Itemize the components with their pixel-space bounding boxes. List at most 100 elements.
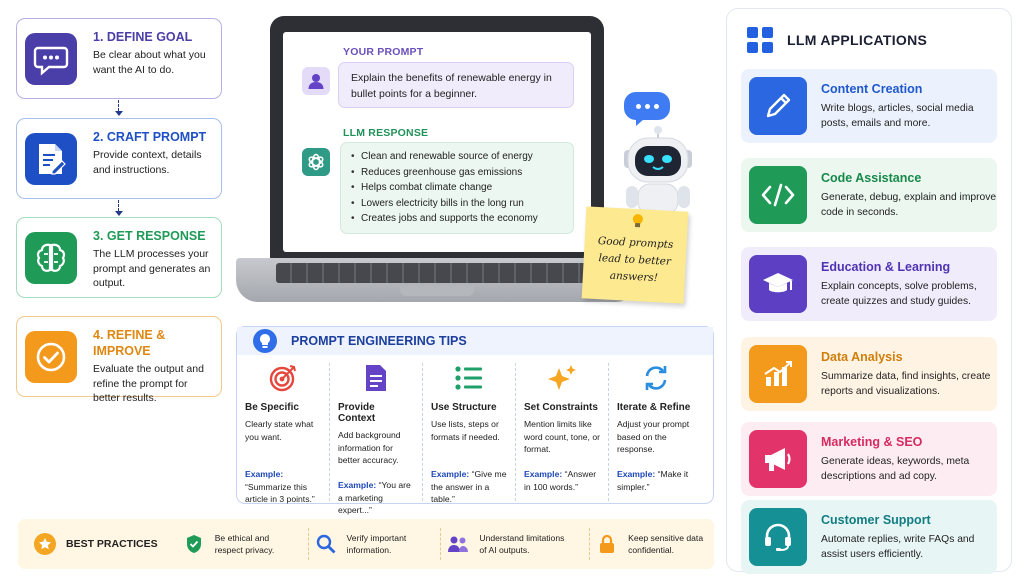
tip-desc: Use lists, steps or formats if needed. xyxy=(431,419,500,442)
brain-icon xyxy=(25,232,77,284)
app-title: Data Analysis xyxy=(821,350,903,364)
tip-name: Be Specific xyxy=(245,402,299,413)
code-icon xyxy=(749,166,807,224)
step-desc: Provide context, details and instruction… xyxy=(93,149,202,176)
app-card-customer-support: Customer Support Automate replies, write… xyxy=(741,500,997,574)
tip-set-constraints: Set Constraints Mention limits like word… xyxy=(516,363,609,501)
step-title: 4. REFINE & IMPROVE xyxy=(93,328,166,358)
sticky-note: Good prompts lead to better answers! xyxy=(581,206,689,304)
app-card-marketing-seo: Marketing & SEO Generate ideas, keywords… xyxy=(741,422,997,496)
people-icon xyxy=(445,535,471,553)
chat-typing-icon xyxy=(624,92,670,126)
step-refine-improve: 4. REFINE & IMPROVE Evaluate the output … xyxy=(16,316,222,404)
response-label: LLM RESPONSE xyxy=(343,127,429,139)
shield-check-icon xyxy=(181,534,207,554)
tip-example: “Summarize this article in 3 points.” xyxy=(245,481,315,505)
tip-name: Provide Context xyxy=(338,402,376,424)
app-title: Content Creation xyxy=(821,82,923,96)
user-icon xyxy=(302,67,330,95)
tip-desc: Add background information for better ac… xyxy=(338,430,401,465)
lightbulb-icon xyxy=(253,329,277,353)
app-title: Customer Support xyxy=(821,513,931,527)
app-desc: Generate ideas, keywords, meta descripti… xyxy=(821,456,970,482)
sparkle-icon xyxy=(524,363,600,393)
tip-desc: Mention limits like word count, tone, or… xyxy=(524,419,600,454)
best-practice-text: Keep sensitive data confidential. xyxy=(628,533,704,555)
laptop-trackpad xyxy=(400,286,474,296)
app-title: Code Assistance xyxy=(821,171,922,185)
robot-icon xyxy=(618,126,698,227)
best-practice-item: Be ethical and respect privacy. xyxy=(177,528,308,560)
check-circle-icon xyxy=(25,331,77,383)
step-desc: The LLM processes your prompt and genera… xyxy=(93,248,211,289)
example-label: Example: xyxy=(524,469,563,479)
best-practice-item: Verify important information. xyxy=(307,528,441,560)
tip-example: “Make it simpler.” xyxy=(617,469,689,492)
prompt-tips-panel: PROMPT ENGINEERING TIPS Be Specific Clea… xyxy=(236,326,714,515)
app-desc: Summarize data, find insights, create re… xyxy=(821,371,991,397)
tip-example: “You are a marketing expert...” xyxy=(338,480,411,515)
best-practices-bar: BEST PRACTICES Be ethical and respect pr… xyxy=(18,519,714,569)
step-craft-prompt: 2. CRAFT PROMPT Provide context, details… xyxy=(16,118,222,199)
response-item: Lowers electricity bills in the long run xyxy=(351,196,563,212)
target-icon xyxy=(245,363,321,393)
app-card-data-analysis: Data Analysis Summarize data, find insig… xyxy=(741,337,997,411)
app-desc: Explain concepts, solve problems, create… xyxy=(821,281,977,307)
laptop-keyboard xyxy=(276,263,598,283)
app-card-code-assistance: Code Assistance Generate, debug, explain… xyxy=(741,158,997,232)
best-practices-title: BEST PRACTICES xyxy=(66,538,158,550)
headset-icon xyxy=(749,508,807,566)
app-card-content-creation: Content Creation Write blogs, articles, … xyxy=(741,69,997,143)
response-item: Creates jobs and supports the economy xyxy=(351,211,563,227)
best-practices-header: BEST PRACTICES xyxy=(18,533,177,555)
lock-icon xyxy=(594,534,620,554)
best-practice-text: Understand limitations of AI outputs. xyxy=(479,533,565,555)
response-item: Reduces greenhouse gas emissions xyxy=(351,165,563,181)
tip-iterate-refine: Iterate & Refine Adjust your prompt base… xyxy=(609,363,702,501)
tip-name: Set Constraints xyxy=(524,402,598,413)
sticky-text: Good prompts lead to better answers! xyxy=(597,235,674,285)
response-item: Helps combat climate change xyxy=(351,180,563,196)
best-practice-item: Understand limitations of AI outputs. xyxy=(440,528,589,560)
app-desc: Automate replies, write FAQs and assist … xyxy=(821,534,975,560)
app-card-education: Education & Learning Explain concepts, s… xyxy=(741,247,997,321)
tip-be-specific: Be Specific Clearly state what you want.… xyxy=(237,363,330,504)
document-edit-icon xyxy=(25,133,77,185)
example-label: Example: xyxy=(338,480,377,490)
refresh-icon xyxy=(617,363,694,393)
tip-example: “Answer in 100 words.” xyxy=(524,469,597,492)
prompt-label: YOUR PROMPT xyxy=(343,46,424,58)
example-label: Example: xyxy=(245,469,284,479)
response-bubble: Clean and renewable source of energy Red… xyxy=(340,142,574,234)
best-practice-item: Keep sensitive data confidential. xyxy=(589,528,714,560)
step-get-response: 3. GET RESPONSE The LLM processes your p… xyxy=(16,217,222,298)
app-desc: Generate, debug, explain and improve cod… xyxy=(821,192,997,218)
flow-arrow xyxy=(115,100,123,116)
magnifier-icon xyxy=(313,534,339,554)
example-label: Example: xyxy=(617,469,656,479)
app-title: Marketing & SEO xyxy=(821,435,923,449)
example-label: Example: xyxy=(431,469,470,479)
tip-use-structure: Use Structure Use lists, steps or format… xyxy=(423,363,516,504)
tip-example: “Give me the answer in a table.” xyxy=(431,469,507,504)
list-icon xyxy=(431,363,507,393)
step-title: 3. GET RESPONSE xyxy=(93,229,206,243)
response-item: Clean and renewable source of energy xyxy=(351,149,563,165)
step-define-goal: 1. DEFINE GOAL Be clear about what you w… xyxy=(16,18,222,99)
tip-desc: Adjust your prompt based on the response… xyxy=(617,419,690,454)
star-icon xyxy=(34,533,56,555)
tip-name: Iterate & Refine xyxy=(617,402,691,413)
prompt-bubble: Explain the benefits of renewable energy… xyxy=(338,62,574,108)
flow-arrow xyxy=(115,200,123,216)
chat-bubble-icon xyxy=(25,33,77,85)
ai-logo-icon xyxy=(302,148,330,176)
step-title: 2. CRAFT PROMPT xyxy=(93,130,207,144)
graduation-cap-icon xyxy=(749,255,807,313)
tip-name: Use Structure xyxy=(431,402,497,413)
grid-icon xyxy=(747,27,773,53)
tips-title: PROMPT ENGINEERING TIPS xyxy=(291,334,467,348)
step-desc: Be clear about what you want the AI to d… xyxy=(93,49,206,76)
best-practice-text: Verify important information. xyxy=(346,533,407,555)
app-title: Education & Learning xyxy=(821,260,951,274)
megaphone-icon xyxy=(749,430,807,488)
